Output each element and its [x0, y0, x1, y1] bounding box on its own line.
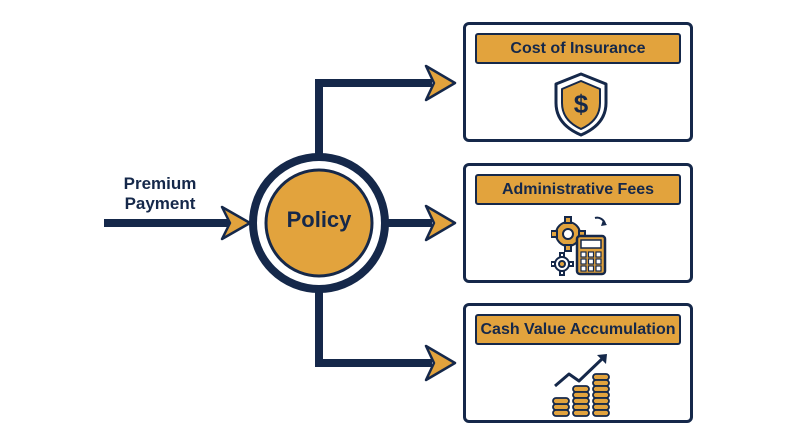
output-box-cash-value-accumulation: Cash Value Accumulation — [463, 303, 693, 423]
shield-dollar-icon: $ — [554, 72, 608, 137]
output-box-administrative-fees: Administrative Fees — [463, 163, 693, 283]
gear-calculator-icon — [551, 216, 607, 276]
premium-label-line2: Payment — [124, 194, 196, 213]
input-arrow — [104, 205, 252, 241]
premium-label-line1: Premium — [123, 174, 197, 193]
policy-node — [249, 153, 389, 293]
svg-text:$: $ — [574, 89, 589, 119]
policy-label: Policy — [286, 207, 352, 232]
coins-growth-icon — [552, 354, 610, 417]
connector-cash-value — [315, 288, 457, 382]
output-box-cost-of-insurance: Cost of Insurance $ — [463, 22, 693, 142]
connector-cost-of-insurance — [315, 64, 457, 158]
connector-administrative-fees — [384, 204, 457, 242]
premium-payment-label: Premium Payment — [96, 174, 224, 214]
box-title-administrative-fees: Administrative Fees — [475, 174, 681, 205]
box-title-cash-value-accumulation: Cash Value Accumulation — [475, 314, 681, 345]
box-title-cost-of-insurance: Cost of Insurance — [475, 33, 681, 64]
